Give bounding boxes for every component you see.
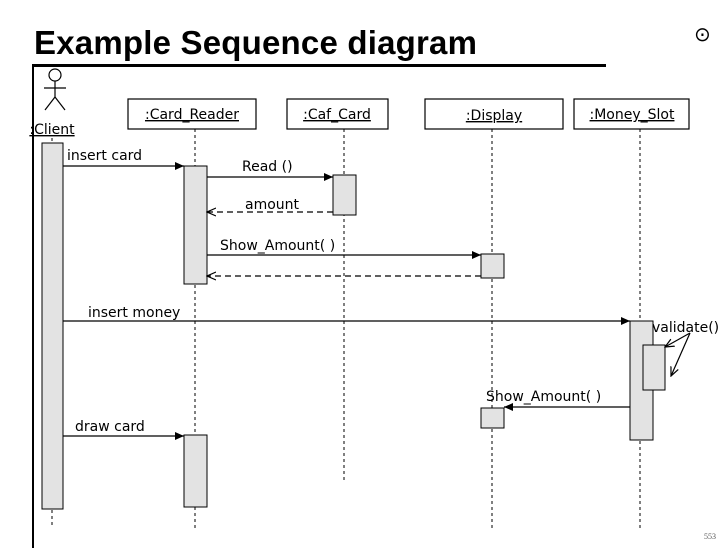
message-label-validate: validate() — [652, 320, 719, 336]
object-display: :Display — [424, 98, 564, 130]
object-label-display: :Display — [466, 108, 522, 124]
page-number: 553 — [704, 532, 716, 541]
self-call-arrow-validate-2 — [671, 332, 691, 376]
title-underline — [32, 64, 606, 67]
slide-title: Example Sequence diagram — [34, 24, 478, 61]
message-label-show-amount-2: Show_Amount( ) — [486, 389, 601, 405]
object-money-slot: :Money_Slot — [573, 98, 690, 130]
object-label-caf-card: :Caf_Card — [303, 107, 371, 123]
self-call-arrow-validate-1 — [665, 332, 691, 347]
activation-card-reader-1 — [183, 165, 208, 285]
object-box — [127, 98, 257, 130]
activation-card-reader-2 — [183, 434, 208, 508]
message-label-draw-card: draw card — [75, 419, 145, 435]
message-label-read: Read () — [242, 159, 293, 175]
message-label-show-amount-1: Show_Amount( ) — [220, 238, 335, 254]
activation-money-slot-nested — [642, 344, 666, 391]
client-label: :Client — [29, 122, 75, 138]
activation-caf-card — [332, 174, 357, 216]
message-label-amount: amount — [245, 197, 300, 213]
object-caf-card: :Caf_Card — [286, 98, 389, 130]
slide-left-border — [32, 66, 34, 548]
stick-figure-icon — [44, 68, 66, 111]
object-box — [573, 98, 690, 130]
activation-client — [41, 142, 64, 510]
message-label-insert-card: insert card — [67, 148, 142, 164]
activation-display-1 — [480, 253, 505, 279]
client-actor: :Client — [29, 68, 75, 138]
object-label-card-reader: :Card_Reader — [145, 107, 239, 123]
object-label-money-slot: :Money_Slot — [590, 107, 675, 123]
object-box — [424, 98, 564, 130]
circled-dot-icon: ⊙ — [694, 22, 711, 46]
object-card-reader: :Card_Reader — [127, 98, 257, 130]
activation-display-2 — [480, 407, 505, 429]
object-box — [286, 98, 389, 130]
message-label-insert-money: insert money — [88, 305, 180, 321]
